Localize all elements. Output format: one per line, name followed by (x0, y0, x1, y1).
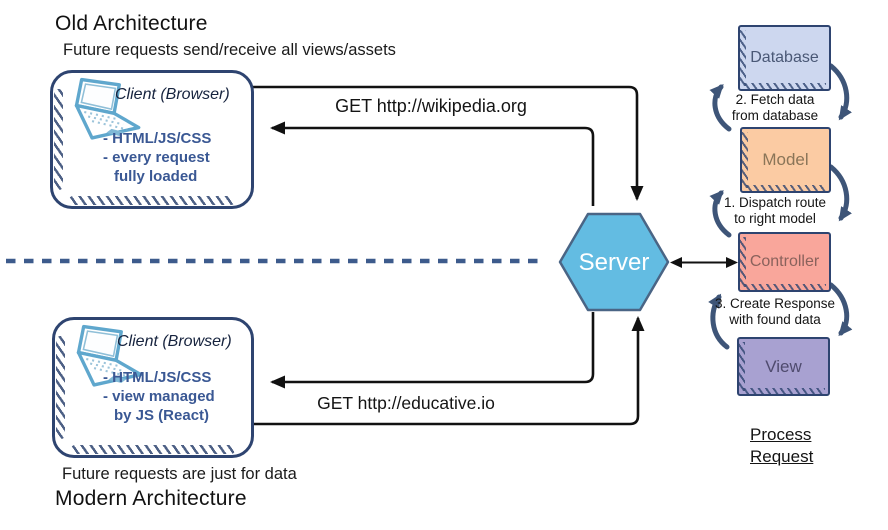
step-line: 2. Fetch data (735, 92, 815, 107)
database-box: Database (738, 25, 831, 91)
controller-to-model-arrow (709, 190, 732, 238)
sketch-hatch (740, 237, 746, 287)
server-label: Server (578, 249, 650, 276)
view-label: View (765, 356, 802, 376)
old-client-box: Client (Browser) - HTML/JS/CSS - every r… (50, 70, 254, 209)
bullet-line: - view managed (103, 388, 215, 405)
step-line: 3. Create Response (714, 296, 836, 311)
bullet-line: - every request (103, 149, 210, 166)
model-to-database-arrow (709, 84, 732, 132)
process-line: Process (750, 425, 812, 444)
sketch-hatch (743, 284, 826, 290)
model-to-controller-arrow (828, 164, 852, 222)
step-line: with found data (729, 312, 821, 327)
laptop-icon (76, 324, 143, 387)
modern-client-box: Client (Browser) - HTML/JS/CSS - view ma… (52, 317, 254, 458)
old-request-label: GET http://wikipedia.org (335, 96, 527, 116)
sketch-hatch (743, 83, 826, 89)
old-architecture-subtitle: Future requests send/receive all views/a… (63, 41, 396, 59)
old-client-bullets: - HTML/JS/CSS - every request fully load… (103, 129, 211, 186)
modern-client-title: Client (Browser) (117, 333, 232, 350)
sketch-hatch (742, 132, 748, 188)
server-controller-arrow (670, 257, 738, 268)
step-fetch-data: 2. Fetch data from database (708, 92, 842, 124)
process-request-label: Process Request (750, 424, 813, 468)
bullet-line: - HTML/JS/CSS (103, 130, 212, 147)
sketch-hatch (742, 388, 825, 394)
database-label: Database (750, 49, 819, 66)
sketch-hatch (69, 196, 235, 205)
controller-label: Controller (749, 253, 820, 270)
server-hexagon (558, 212, 670, 312)
sketch-hatch (740, 30, 746, 86)
sketch-hatch (739, 342, 745, 391)
old-architecture-title: Old Architecture (55, 12, 208, 35)
bullet-line: fully loaded (114, 168, 198, 185)
sketch-hatch (745, 185, 826, 191)
bullet-line: by JS (React) (114, 407, 210, 424)
step-dispatch-route: 1. Dispatch route to right model (708, 195, 842, 227)
sketch-hatch (54, 89, 63, 190)
modern-architecture-subtitle: Future requests are just for data (62, 465, 297, 483)
old-client-title: Client (Browser) (115, 86, 230, 103)
controller-box: Controller (738, 232, 831, 292)
step-line: from database (731, 108, 819, 123)
view-box: View (737, 337, 830, 396)
step-create-response: 3. Create Response with found data (702, 296, 848, 328)
view-to-controller-arrow (708, 293, 730, 350)
modern-response-arrow (270, 312, 595, 389)
old-request-arrow (252, 85, 644, 201)
step-line: to right model (734, 211, 816, 226)
sketch-hatch (71, 445, 235, 454)
process-line: Request (750, 447, 814, 466)
model-label: Model (762, 150, 809, 169)
step-line: 1. Dispatch route (723, 195, 827, 210)
controller-to-view-arrow (828, 282, 853, 337)
sketch-hatch (56, 336, 65, 439)
modern-request-arrow (252, 316, 645, 426)
old-response-arrow (270, 121, 595, 206)
laptop-icon (74, 77, 141, 140)
model-box: Model (740, 127, 831, 193)
database-to-model-arrow (828, 63, 852, 121)
bullet-line: - HTML/JS/CSS (103, 369, 212, 386)
modern-client-bullets: - HTML/JS/CSS - view managed by JS (Reac… (103, 368, 215, 425)
modern-request-label: GET http://educative.io (317, 393, 495, 413)
modern-architecture-title: Modern Architecture (55, 487, 247, 510)
